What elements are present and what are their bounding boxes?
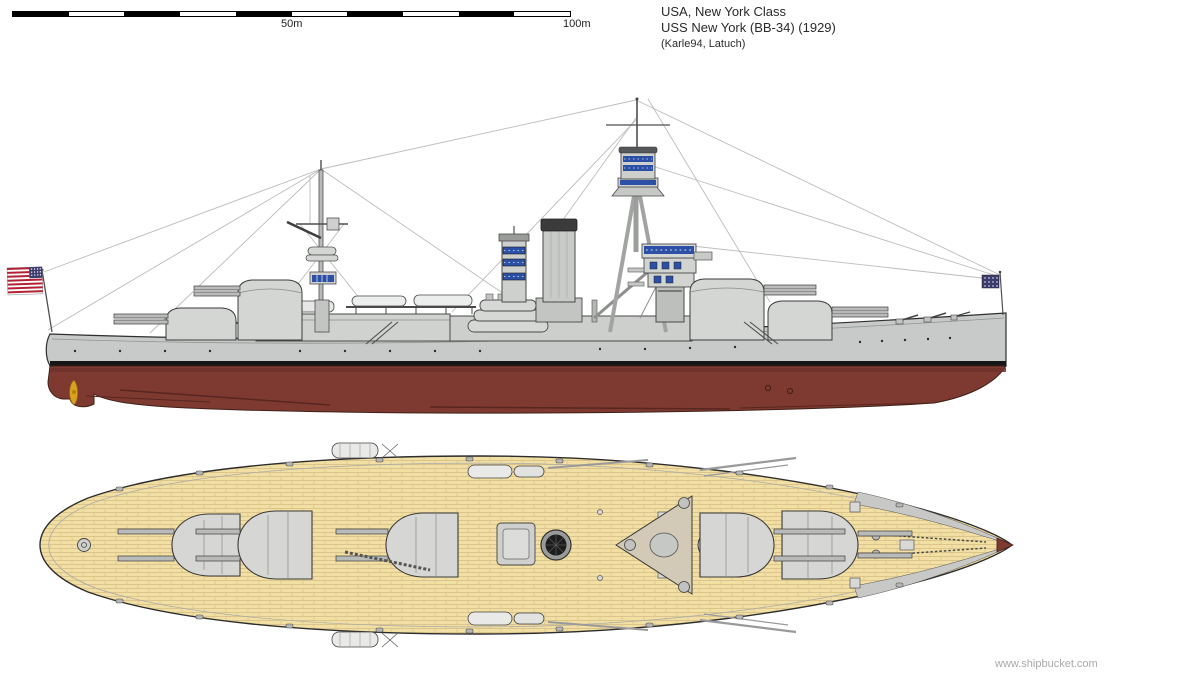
deck-guns xyxy=(895,311,971,325)
main-turret-5 xyxy=(113,307,237,341)
main-turret-4 xyxy=(193,279,303,341)
spotting-top-windows xyxy=(312,275,334,282)
conning-tower xyxy=(655,285,685,323)
scale-segment xyxy=(458,12,515,16)
davit xyxy=(381,632,399,648)
plan-funnel xyxy=(540,529,572,561)
uptake-hatch-inner xyxy=(502,528,530,560)
searchlight-platform xyxy=(467,293,549,333)
title-block: USA, New York Class USS New York (BB-34)… xyxy=(661,4,836,51)
ships-boat xyxy=(351,295,407,307)
rigging xyxy=(43,98,1001,334)
plan-turret-2-barrels xyxy=(773,528,846,562)
boat-deck xyxy=(283,294,476,314)
watermark: www.shipbucket.com xyxy=(995,658,1098,670)
union-jack-flag-icon xyxy=(981,274,1000,289)
bridge-superstructure xyxy=(627,243,713,323)
bilge-keel xyxy=(85,389,931,410)
scale-bar xyxy=(12,11,571,17)
main-turret-1 xyxy=(767,300,889,341)
underwater-shading xyxy=(50,368,1006,372)
title-credits: (Karle94, Latuch) xyxy=(661,38,746,50)
main-turret-2 xyxy=(689,278,817,341)
scale-segment xyxy=(347,12,403,16)
scale-segment xyxy=(514,12,571,16)
funnel-cap xyxy=(540,218,578,232)
scale-segment xyxy=(180,12,236,16)
underwater-hull xyxy=(47,365,1007,414)
scale-segment xyxy=(124,12,181,16)
accommodation-ladder xyxy=(365,321,779,345)
scale-segment xyxy=(291,12,348,16)
bow-stem-tip xyxy=(996,537,1014,553)
scale-segment xyxy=(13,12,69,16)
scale-segment xyxy=(402,12,459,16)
aft-control-tower xyxy=(498,226,530,303)
plan-view xyxy=(39,442,1014,648)
us-ensign-flag-icon xyxy=(6,266,44,296)
plan-tripod-platform xyxy=(615,495,693,595)
scale-segment xyxy=(68,12,125,16)
foremast xyxy=(606,97,670,333)
ships-boats-plan xyxy=(331,442,545,648)
boat-booms xyxy=(547,456,797,634)
propeller xyxy=(69,379,79,406)
title-ship-name: USS New York (BB-34) (1929) xyxy=(661,20,836,35)
plan-turret-3 xyxy=(335,512,459,578)
bow-jackstaff xyxy=(998,270,1004,316)
boat-derrick-boom xyxy=(286,220,322,240)
plan-turret-1 xyxy=(781,510,913,580)
rangefinder xyxy=(693,251,713,261)
mainmast xyxy=(286,160,348,333)
side-profile-view xyxy=(6,97,1007,414)
hull-scuttles xyxy=(765,385,793,394)
scale-label-50m: 50m xyxy=(281,18,303,30)
capstan xyxy=(77,538,91,552)
davit xyxy=(381,443,399,459)
bollards xyxy=(115,456,904,634)
ships-boat xyxy=(413,294,473,307)
plan-turret-2 xyxy=(699,512,775,578)
title-country-class: USA, New York Class xyxy=(661,4,786,19)
scale-label-100m: 100m xyxy=(563,18,591,30)
capstan-center xyxy=(81,542,87,548)
scale-segment xyxy=(235,12,292,16)
crane-chain xyxy=(344,550,431,572)
porthole-row xyxy=(73,336,952,353)
funnel xyxy=(535,218,583,323)
plan-turret-4 xyxy=(195,510,313,580)
